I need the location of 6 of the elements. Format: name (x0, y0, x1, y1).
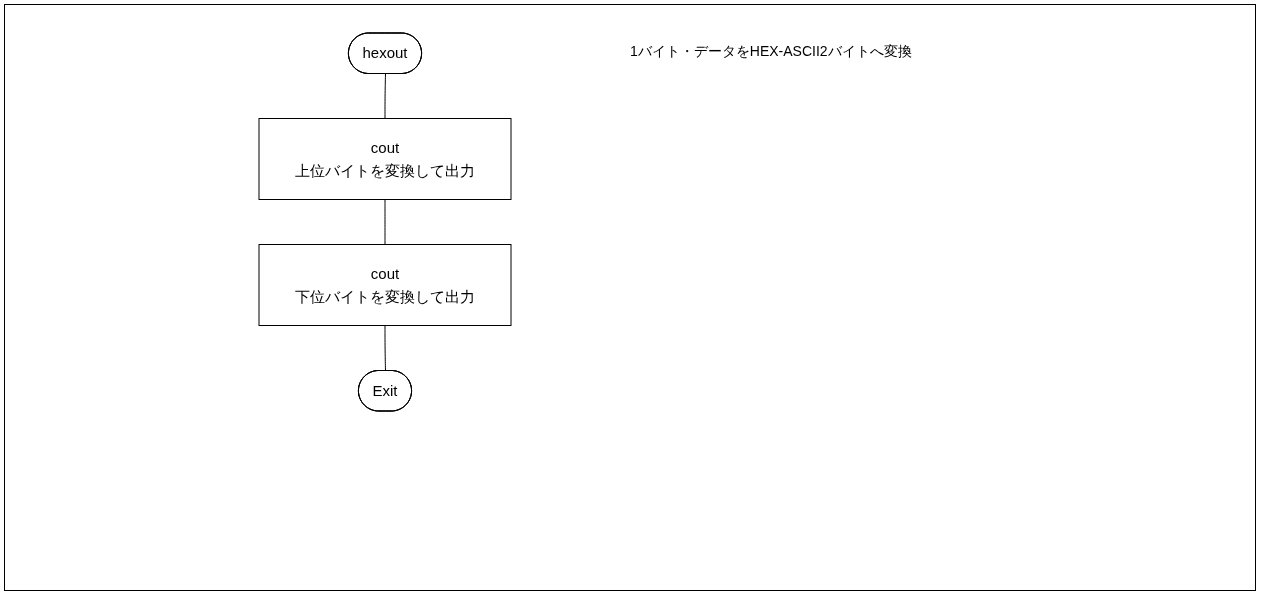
note-text: 1バイト・データをHEX-ASCII2バイトへ変換 (630, 43, 912, 61)
node-box: cout 下位バイトを変換して出力 (258, 244, 512, 326)
node-box: cout 上位バイトを変換して出力 (258, 118, 512, 200)
connector (384, 199, 386, 245)
connector (384, 73, 386, 119)
connector (384, 325, 386, 372)
